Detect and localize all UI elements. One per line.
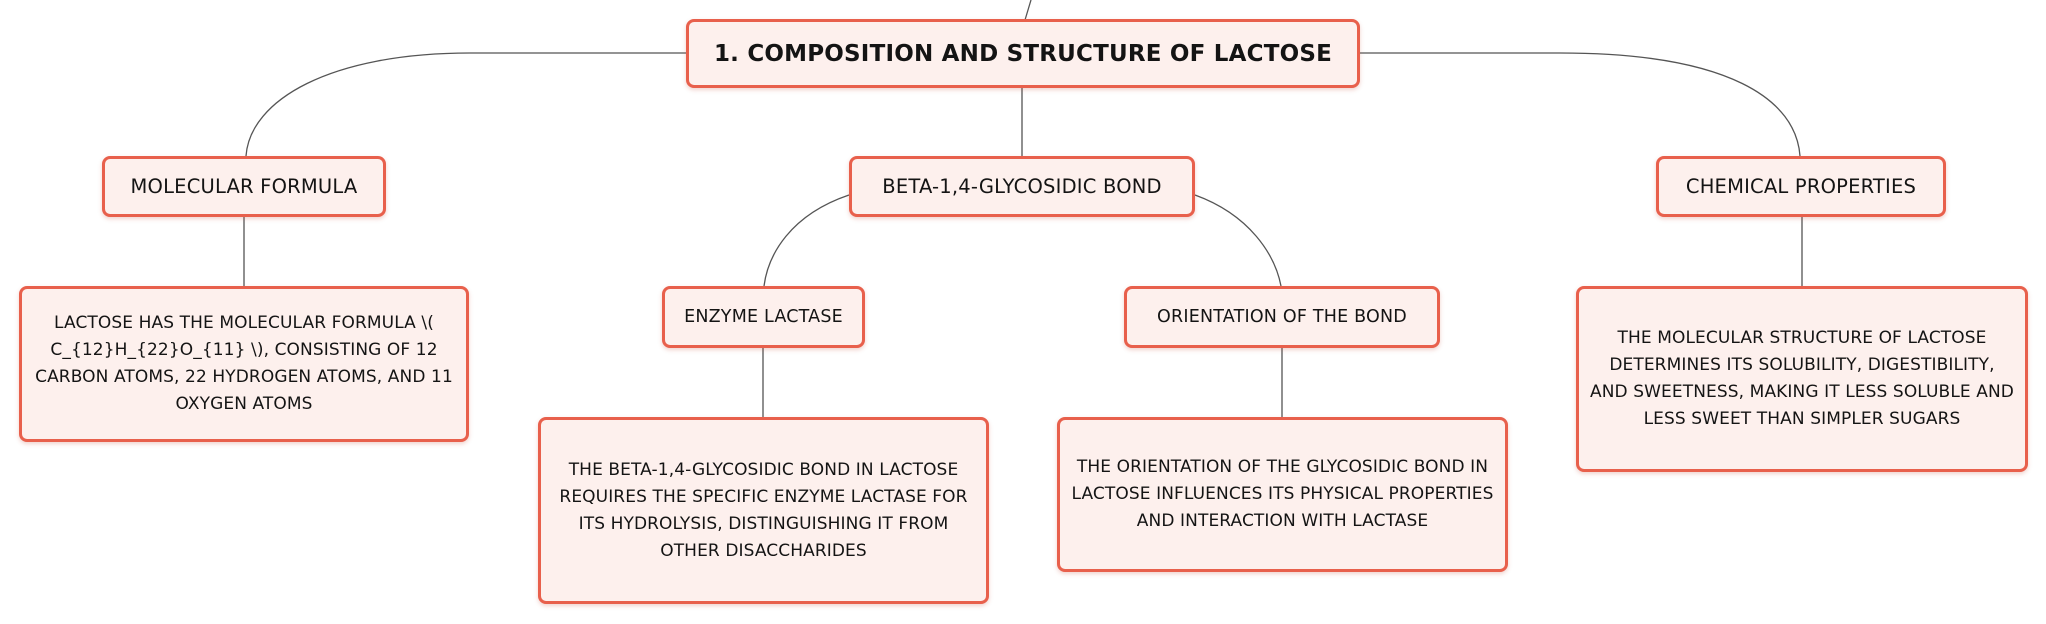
enzyme-lactase-detail-node[interactable]: THE BETA-1,4-GLYCOSIDIC BOND IN LACTOSE … xyxy=(538,417,989,604)
glycosidic-bond-label: BETA-1,4-GLYCOSIDIC BOND xyxy=(882,175,1162,198)
chemical-properties-node[interactable]: CHEMICAL PROPERTIES xyxy=(1656,156,1946,217)
molecular-formula-detail-text: LACTOSE HAS THE MOLECULAR FORMULA \( C_{… xyxy=(35,313,453,414)
orientation-of-bond-node[interactable]: ORIENTATION OF THE BOND xyxy=(1124,286,1440,348)
enzyme-lactase-detail-text: THE BETA-1,4-GLYCOSIDIC BOND IN LACTOSE … xyxy=(559,459,968,561)
link-glycosidic-bond-to-orientation xyxy=(1194,194,1282,287)
orientation-detail-node[interactable]: THE ORIENTATION OF THE GLYCOSIDIC BOND I… xyxy=(1057,417,1508,572)
orientation-of-bond-label: ORIENTATION OF THE BOND xyxy=(1157,307,1407,327)
link-glycosidic-bond-to-enzyme xyxy=(763,194,850,287)
enzyme-lactase-node[interactable]: ENZYME LACTASE xyxy=(662,286,865,348)
chemical-properties-label: CHEMICAL PROPERTIES xyxy=(1685,175,1917,198)
link-parent-to-root xyxy=(1024,0,1032,21)
link-root-to-chemical-properties xyxy=(1358,52,1801,157)
glycosidic-bond-node[interactable]: BETA-1,4-GLYCOSIDIC BOND xyxy=(849,156,1195,217)
root-topic-node[interactable]: 1. COMPOSITION AND STRUCTURE OF LACTOSE xyxy=(686,19,1360,88)
enzyme-lactase-label: ENZYME LACTASE xyxy=(684,307,843,327)
link-root-to-molecular-formula xyxy=(245,52,686,157)
molecular-formula-label: MOLECULAR FORMULA xyxy=(130,175,358,198)
orientation-detail-text: THE ORIENTATION OF THE GLYCOSIDIC BOND I… xyxy=(1071,457,1494,531)
molecular-formula-detail-node[interactable]: LACTOSE HAS THE MOLECULAR FORMULA \( C_{… xyxy=(19,286,469,442)
molecular-formula-node[interactable]: MOLECULAR FORMULA xyxy=(102,156,386,217)
chemical-properties-detail-node[interactable]: THE MOLECULAR STRUCTURE OF LACTOSE DETER… xyxy=(1576,286,2028,472)
chemical-properties-detail-text: THE MOLECULAR STRUCTURE OF LACTOSE DETER… xyxy=(1590,328,2014,429)
root-topic-label: 1. COMPOSITION AND STRUCTURE OF LACTOSE xyxy=(713,40,1333,67)
